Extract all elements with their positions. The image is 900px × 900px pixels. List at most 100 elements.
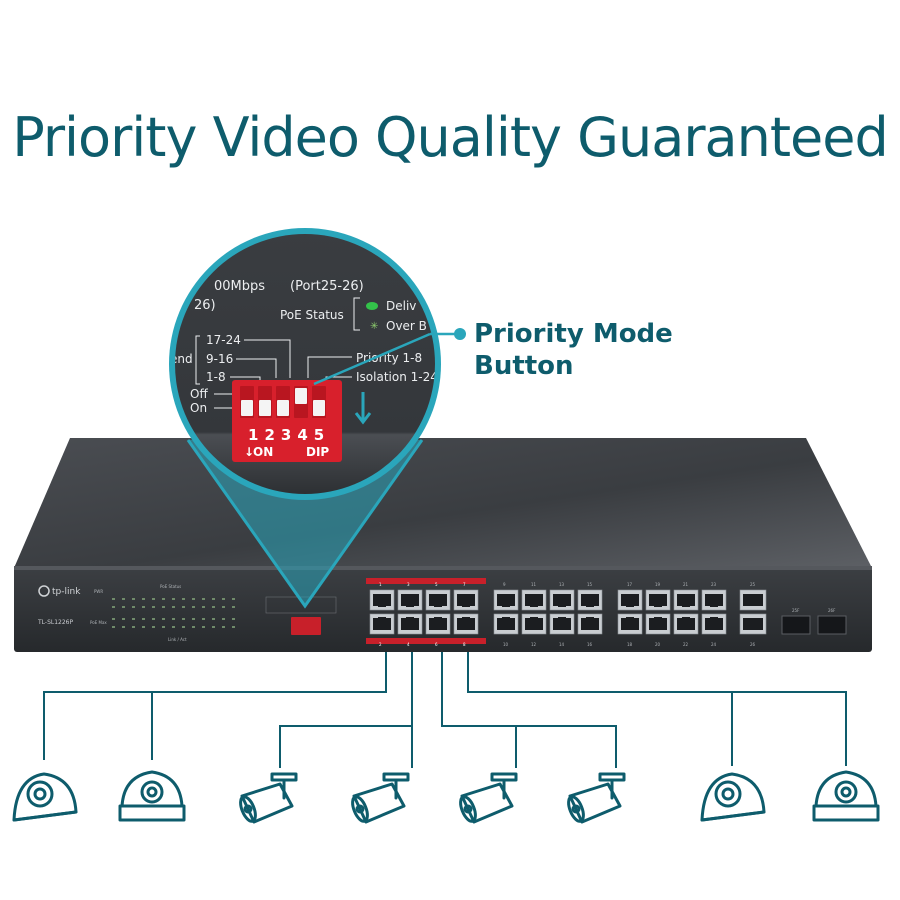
status-led (132, 618, 135, 620)
port-number-top: 17 (627, 582, 633, 587)
status-led (182, 606, 185, 608)
status-led (222, 606, 225, 608)
status-led (122, 626, 125, 628)
rj45-port (645, 613, 671, 635)
status-led (142, 606, 145, 608)
rj45-port (453, 613, 479, 635)
status-led (222, 598, 225, 600)
port-number-top: 21 (683, 582, 689, 587)
port-number-bottom: 20 (655, 642, 661, 647)
dip-on-label: ON (253, 445, 273, 459)
dip-number-1: 1 (248, 426, 264, 444)
status-led-grid (112, 598, 235, 628)
port-number-top: 13 (559, 582, 565, 587)
zoom-pointer-outline (186, 439, 424, 609)
status-led (232, 606, 235, 608)
combo-rj45-port (739, 613, 767, 635)
pwr-label: PWR (94, 589, 103, 594)
dip-number-row: 12345 (248, 426, 330, 444)
switch-brand-logo: tp-link (38, 585, 81, 597)
headline: Priority Video Quality Guaranteed (12, 106, 889, 169)
rj45-port (521, 589, 547, 611)
zoom-poe-status: PoE Status (280, 308, 344, 322)
port-number-top: 5 (435, 582, 438, 587)
status-led (212, 618, 215, 620)
sfp-label-25: 25F (792, 608, 800, 613)
status-led (192, 618, 195, 620)
dome-camera-icon (12, 772, 78, 822)
status-led (122, 606, 125, 608)
port-number-bottom: 14 (559, 642, 565, 647)
status-led (112, 606, 115, 608)
port-number-bottom: 8 (463, 642, 466, 647)
status-led (182, 618, 185, 620)
status-led (132, 626, 135, 628)
status-led (172, 618, 175, 620)
rj45-port (673, 613, 699, 635)
zoom-port-range: (Port25-26) (290, 279, 364, 294)
zoom-poe-legend-2: Over B (386, 319, 427, 333)
dome-camera-icon (700, 772, 766, 822)
dip-toggle-1[interactable] (240, 386, 254, 418)
bullet-camera-icon (567, 772, 626, 824)
port-number-bottom: 18 (627, 642, 633, 647)
sfp-port-25 (781, 615, 811, 635)
status-led (142, 598, 145, 600)
port-number-top: 19 (655, 582, 661, 587)
status-led (212, 606, 215, 608)
rj45-port (645, 589, 671, 611)
status-led (112, 598, 115, 600)
switch-top-surface (14, 438, 872, 568)
rj45-port (425, 589, 451, 611)
status-led (112, 618, 115, 620)
port-number-bottom: 22 (683, 642, 689, 647)
dip-number-2: 2 (264, 426, 280, 444)
combo-rj45-port (739, 589, 767, 611)
dip-on-arrow-icon: ↓ (244, 445, 254, 459)
dip-label: DIP (306, 445, 329, 459)
status-led (212, 598, 215, 600)
status-led (152, 618, 155, 620)
rj45-port (549, 613, 575, 635)
dip-number-4: 4 (297, 426, 313, 444)
status-led (232, 626, 235, 628)
rj45-port (369, 613, 395, 635)
dip-toggle-5[interactable] (312, 386, 326, 418)
status-led (152, 606, 155, 608)
zoom-magnifier: 7) 00Mbps (Port25-26) 26) PoE Status Del… (169, 228, 441, 500)
status-led (232, 598, 235, 600)
zoom-poe-legend-1: Deliv (386, 299, 416, 313)
priority-mode-callout: Priority Mode Button (474, 318, 673, 382)
rj45-port (577, 613, 603, 635)
status-led (172, 598, 175, 600)
status-led (202, 626, 205, 628)
rj45-port (493, 613, 519, 635)
rj45-port (673, 589, 699, 611)
status-led (122, 598, 125, 600)
panel-dip-switch (291, 617, 321, 635)
status-led (172, 626, 175, 628)
port-number-top: 23 (711, 582, 717, 587)
dip-switch-toggles (240, 386, 326, 418)
dip-toggle-4[interactable] (294, 386, 308, 418)
priority-ports-bottom-marker (366, 638, 486, 644)
zoom-port-num: 26) (194, 298, 216, 313)
poe-max-label: PoE Max (90, 620, 107, 625)
over-budget-led-icon: ✳ (370, 321, 378, 332)
rj45-port (397, 589, 423, 611)
zoom-mode-isolation: Isolation 1-24 (356, 370, 438, 384)
status-led (152, 626, 155, 628)
status-led (162, 598, 165, 600)
port-number-bottom: 2 (379, 642, 382, 647)
dip-toggle-3[interactable] (276, 386, 290, 418)
dip-toggle-2[interactable] (258, 386, 272, 418)
status-led (212, 626, 215, 628)
port-number-top: 15 (587, 582, 593, 587)
bullet-camera-icon (351, 772, 410, 824)
status-led (192, 626, 195, 628)
port-number-bottom: 6 (435, 642, 438, 647)
rj45-port (549, 589, 575, 611)
rj45-port (369, 589, 395, 611)
